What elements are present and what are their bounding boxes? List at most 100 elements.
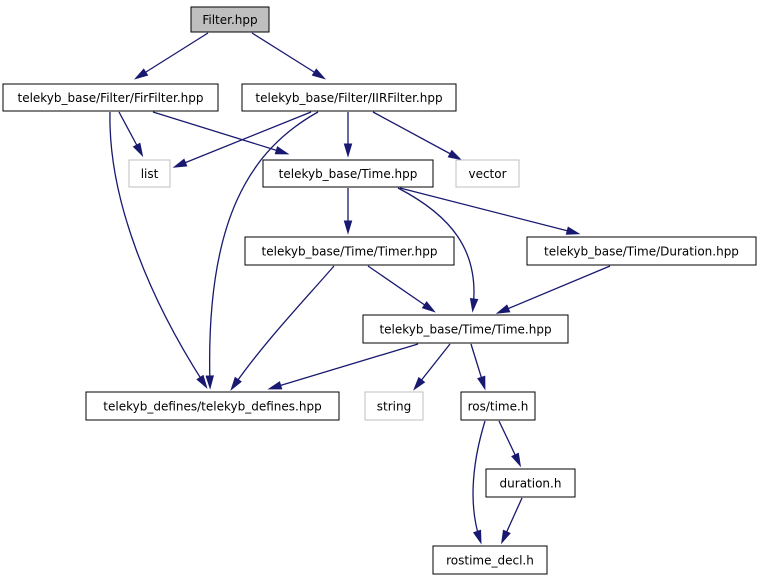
edge-duration_h-to-rostime_decl: [501, 497, 523, 545]
edge-timer-to-defines: [230, 265, 335, 391]
edge-firfilter-to-list: [118, 111, 144, 158]
arrowhead-icon: [267, 381, 283, 390]
edges-layer: [109, 32, 611, 545]
arrowhead-icon: [421, 301, 436, 313]
node-label: vector: [468, 167, 506, 181]
arrowhead-icon: [472, 529, 482, 545]
node-label: telekyb_defines/telekyb_defines.hpp: [103, 400, 321, 414]
arrowhead-icon: [132, 142, 144, 158]
arrowhead-icon: [311, 68, 327, 80]
node-box: [364, 391, 424, 421]
edge-line: [208, 111, 319, 386]
edge-timer-to-time_time: [367, 265, 436, 313]
edge-iirfilter-to-defines: [205, 111, 319, 390]
node-duration_h[interactable]: duration.h: [485, 468, 576, 498]
edge-time_hpp-to-duration_hpp: [399, 187, 581, 235]
edge-line: [372, 111, 459, 159]
arrowhead-icon: [413, 376, 426, 391]
node-label: rostime_decl.h: [446, 554, 534, 568]
arrowhead-icon: [501, 529, 511, 545]
edge-filter-to-iirfilter: [251, 32, 327, 80]
node-filter[interactable]: Filter.hpp: [190, 6, 270, 33]
node-string: string: [364, 391, 424, 421]
node-label: telekyb_base/Filter/IIRFilter.hpp: [255, 91, 442, 105]
node-firfilter[interactable]: telekyb_base/Filter/FirFilter.hpp: [2, 83, 219, 112]
node-label: Filter.hpp: [202, 13, 257, 27]
arrowhead-icon: [172, 158, 188, 168]
edge-time_hpp-to-time_time: [397, 187, 479, 313]
node-box: [526, 236, 757, 266]
node-list: list: [128, 159, 171, 188]
edge-time_time-to-defines: [267, 343, 419, 390]
node-label: telekyb_base/Time/Time.hpp: [379, 323, 551, 337]
node-box: [432, 545, 548, 575]
node-label: telekyb_base/Filter/FirFilter.hpp: [17, 91, 203, 105]
edge-line: [367, 265, 433, 311]
arrowhead-icon: [469, 298, 479, 313]
arrowhead-icon: [477, 375, 486, 391]
node-iirfilter[interactable]: telekyb_base/Filter/IIRFilter.hpp: [241, 83, 457, 112]
node-box: [244, 236, 455, 266]
node-box: [460, 391, 536, 421]
node-box: [128, 159, 171, 188]
node-rostime_decl[interactable]: rostime_decl.h: [432, 545, 548, 575]
edge-line: [472, 420, 486, 541]
edge-line: [271, 343, 419, 389]
node-box: [262, 159, 434, 188]
node-vector: vector: [455, 159, 520, 188]
edge-line: [499, 265, 611, 313]
edge-line: [176, 111, 312, 167]
node-time_hpp[interactable]: telekyb_base/Time.hpp: [262, 159, 434, 188]
edge-iirfilter-to-list: [172, 111, 312, 168]
edge-line: [137, 32, 209, 78]
arrowhead-icon: [196, 374, 208, 389]
edge-iirfilter-to-vector: [372, 111, 463, 161]
edge-line: [251, 32, 323, 78]
node-label: telekyb_base/Time.hpp: [279, 167, 418, 181]
edge-line: [232, 265, 335, 388]
edge-time_hpp-to-timer: [343, 188, 353, 235]
arrowhead-icon: [495, 304, 511, 314]
edge-ros_time-to-duration_h: [498, 420, 522, 468]
edge-firfilter-to-defines: [109, 111, 208, 389]
node-label: ros/time.h: [468, 400, 529, 414]
edge-duration_hpp-to-time_time: [495, 265, 611, 314]
node-box: [241, 83, 457, 112]
node-ros_time[interactable]: ros/time.h: [460, 391, 536, 421]
node-time_time[interactable]: telekyb_base/Time/Time.hpp: [362, 314, 569, 344]
node-defines[interactable]: telekyb_defines/telekyb_defines.hpp: [85, 391, 340, 421]
arrowhead-icon: [447, 149, 463, 161]
edge-ros_time-to-rostime_decl: [472, 420, 486, 545]
edge-time_time-to-ros_time: [470, 343, 486, 391]
arrowhead-icon: [133, 68, 149, 80]
arrowhead-icon: [205, 375, 214, 390]
node-box: [85, 391, 340, 421]
node-timer[interactable]: telekyb_base/Time/Timer.hpp: [244, 236, 455, 266]
node-label: duration.h: [500, 477, 562, 491]
edge-line: [399, 187, 577, 234]
node-box: [455, 159, 520, 188]
node-label: telekyb_base/Time/Timer.hpp: [262, 245, 438, 259]
edge-line: [152, 111, 286, 154]
arrowhead-icon: [274, 146, 290, 155]
arrowhead-icon: [230, 376, 242, 391]
edge-time_time-to-string: [413, 343, 451, 391]
node-box: [485, 468, 576, 498]
node-box: [362, 314, 569, 344]
arrowhead-icon: [511, 452, 522, 468]
edge-firfilter-to-time_hpp: [152, 111, 290, 155]
edge-iirfilter-to-time_hpp: [343, 112, 353, 158]
node-label: string: [377, 400, 411, 414]
edge-filter-to-firfilter: [133, 32, 209, 80]
nodes-layer: Filter.hpp telekyb_base/Filter/FirFilter.…: [2, 6, 757, 575]
arrowhead-icon: [565, 226, 581, 235]
node-duration_hpp[interactable]: telekyb_base/Time/Duration.hpp: [526, 236, 757, 266]
edge-line: [397, 187, 475, 309]
arrowhead-icon: [343, 143, 353, 158]
node-box: [190, 6, 270, 33]
node-box: [2, 83, 219, 112]
node-label: list: [141, 167, 159, 181]
arrowhead-icon: [343, 220, 353, 235]
edge-line: [109, 111, 206, 386]
